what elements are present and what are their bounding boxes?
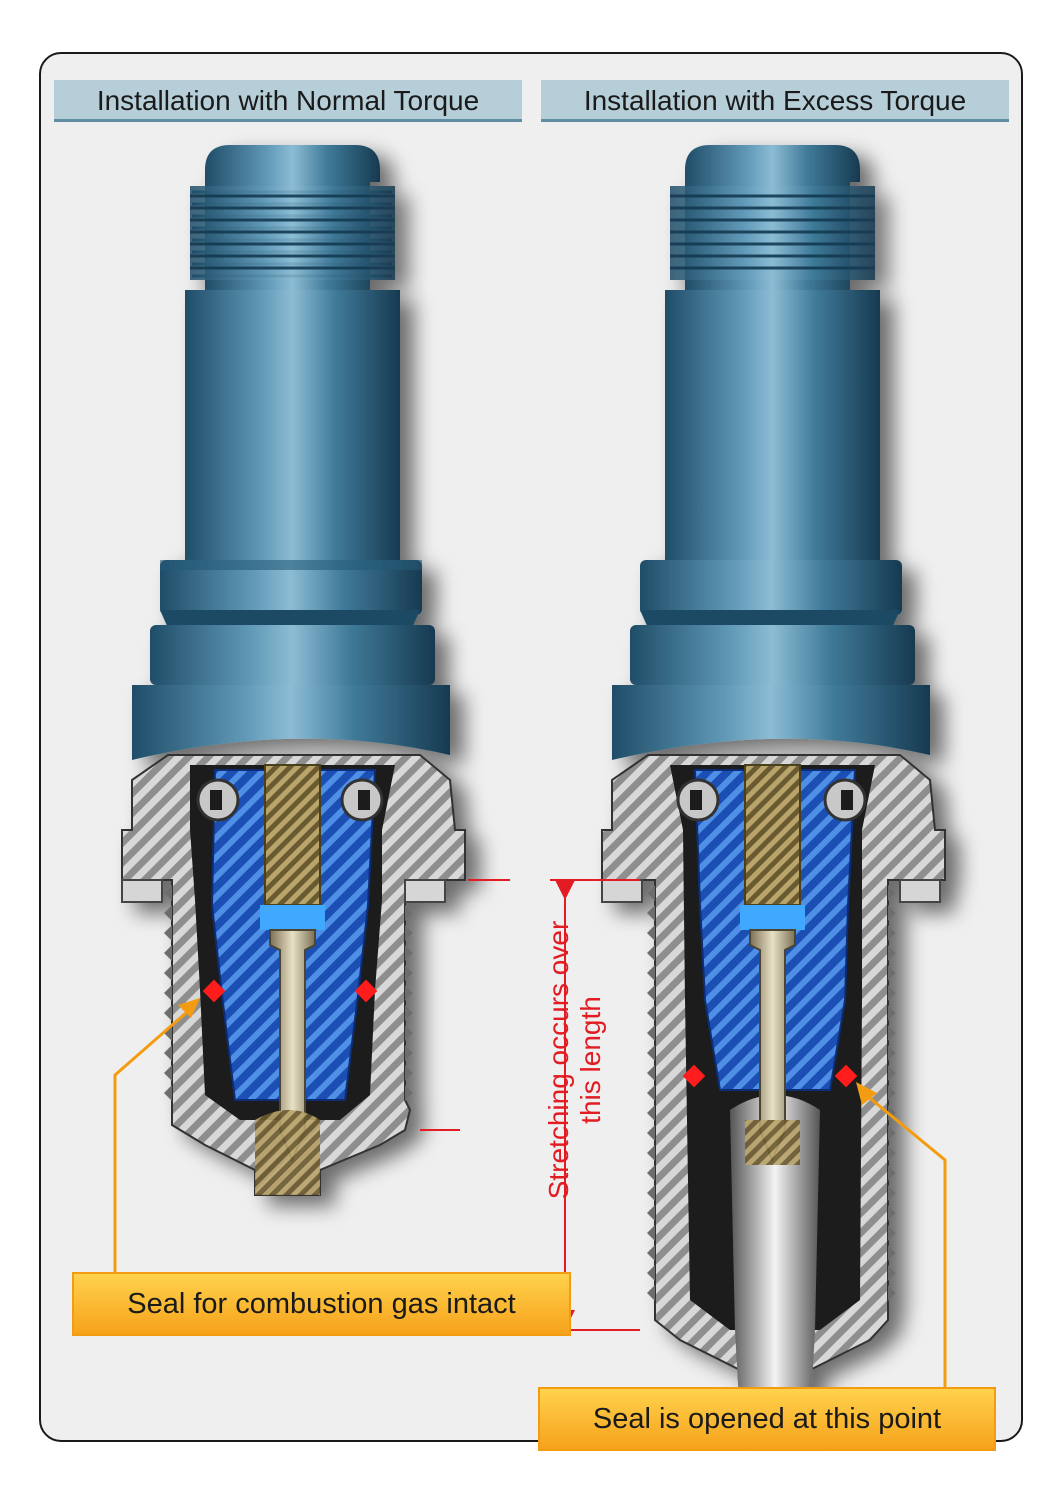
stretch-label-line1: Stretching occurs over [543, 920, 574, 1200]
arrowhead-left [178, 998, 200, 1018]
leader-lines [113, 1003, 947, 1387]
header-normal-torque: Installation with Normal Torque [54, 80, 522, 122]
callout-seal-intact: Seal for combustion gas intact [72, 1272, 571, 1336]
leader-arrowheads [178, 998, 877, 1105]
stretch-label: Stretching occurs over this length [543, 860, 613, 1260]
header-excess-torque: Installation with Excess Torque [541, 80, 1009, 122]
arrowhead-right [856, 1082, 877, 1105]
callout-seal-opened: Seal is opened at this point [538, 1387, 996, 1451]
plug-excess [601, 145, 946, 1421]
stretch-label-line2: this length [575, 996, 606, 1124]
plug-normal [121, 145, 466, 1196]
